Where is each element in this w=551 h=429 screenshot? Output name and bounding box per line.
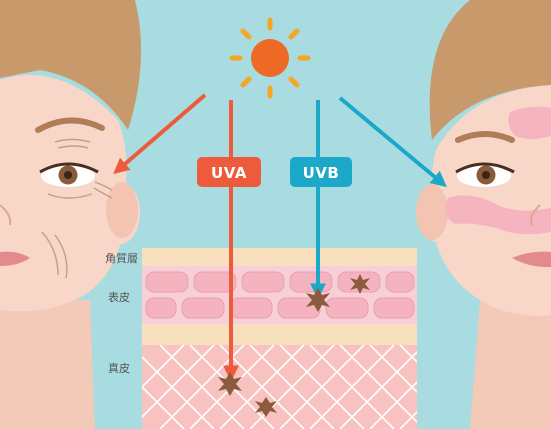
right-redness-forehead [508,106,551,139]
label-stratum-corneum: 角質層 [105,251,138,265]
left-lips [0,251,30,266]
damage-star-icon [350,274,370,294]
right-hair [429,0,551,140]
uva-arrow-to-left-face [113,93,207,175]
left-face-skin [0,75,140,312]
left-brow [35,117,105,133]
right-eye-pupil [482,171,490,179]
right-ear [416,184,448,240]
uvb-label: UVB [303,164,340,182]
stratum-corneum-layer [142,248,417,266]
label-epidermis: 表皮 [108,290,130,304]
right-brow [455,131,515,143]
left-ear [106,182,138,238]
left-nose [0,204,12,226]
skin-cross-section [142,248,417,429]
damage-star-icon [255,397,277,417]
damage-star-icon [218,372,242,396]
left-hair [0,0,142,130]
dermis-layer [142,345,417,429]
right-neck [470,300,551,429]
right-redness-cheeks [445,195,551,235]
uva-label: UVA [211,164,247,182]
label-dermis: 真皮 [108,361,130,375]
right-face-sunburned [416,0,551,429]
left-wrinkles [41,138,113,279]
sun-icon [229,17,311,99]
left-eye-lid [39,162,99,174]
right-eye-lid [455,162,515,174]
right-nose [530,204,541,227]
left-neck [0,300,95,429]
right-lips [512,251,551,268]
uva-label-box [197,157,261,187]
left-face-aged [0,0,142,429]
damage-star-icon [306,288,330,312]
left-eye-pupil [64,171,72,179]
epidermis-cells [145,271,415,319]
basement-band [142,324,417,345]
dermis-collagen-mesh [142,345,417,429]
uvb-arrow-to-right-face [338,96,447,188]
uvb-label-box [290,157,352,187]
